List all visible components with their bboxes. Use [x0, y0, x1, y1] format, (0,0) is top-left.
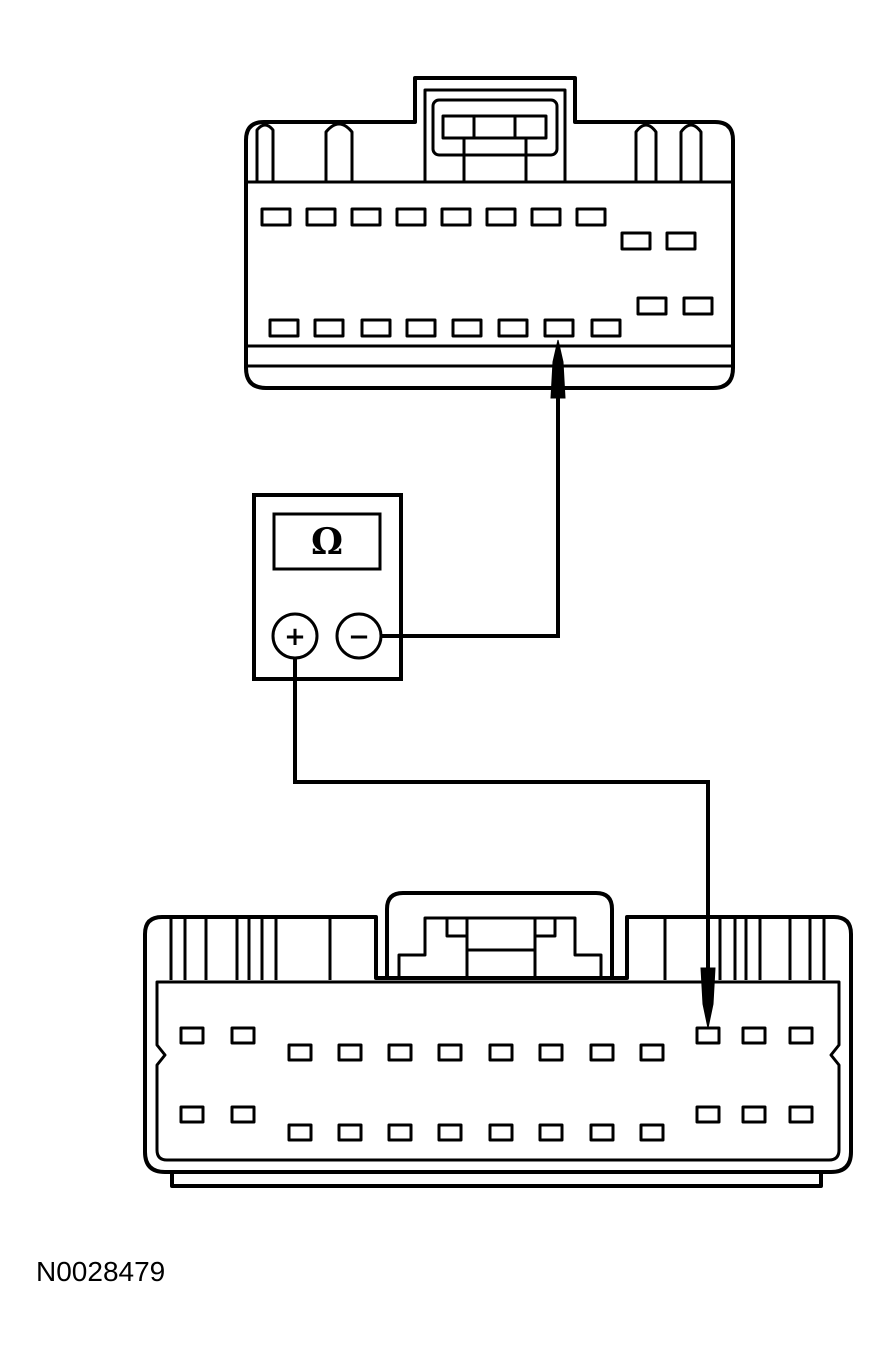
top-latch-tab [441, 114, 548, 140]
probe-tip-top [550, 339, 566, 399]
bottom-left-ribs [169, 917, 332, 980]
positive-lead [293, 658, 710, 975]
bottom-connector-base [170, 1172, 823, 1188]
top-pin-row-lower [268, 296, 714, 338]
bottom-connector-body [143, 915, 853, 1174]
negative-terminal-symbol: − [348, 622, 370, 652]
bottom-connector [143, 891, 853, 1188]
bottom-pin-row-lower [179, 1105, 814, 1142]
top-connector-latch [423, 88, 567, 182]
ohmmeter-display [272, 512, 382, 571]
figure-id: N0028479 [36, 1256, 166, 1287]
bottom-connector-face [155, 980, 841, 1162]
ohmmeter: Ω + − [252, 493, 403, 681]
ohm-symbol: Ω [311, 521, 343, 563]
negative-lead [381, 392, 560, 638]
top-connector-body [244, 76, 735, 390]
top-pin-row-upper [260, 207, 697, 251]
top-connector-rib [634, 123, 658, 182]
bottom-pin-row-upper [179, 1026, 814, 1062]
top-connector-rib [679, 123, 703, 182]
top-connector-rib [324, 122, 354, 182]
top-connector-rib [255, 123, 275, 182]
bottom-connector-latch [385, 891, 614, 978]
probe-tip-bottom [700, 967, 716, 1029]
bottom-right-ribs [663, 917, 826, 980]
top-connector [244, 76, 735, 390]
positive-terminal-symbol: + [284, 622, 306, 652]
test-leads [293, 392, 710, 975]
